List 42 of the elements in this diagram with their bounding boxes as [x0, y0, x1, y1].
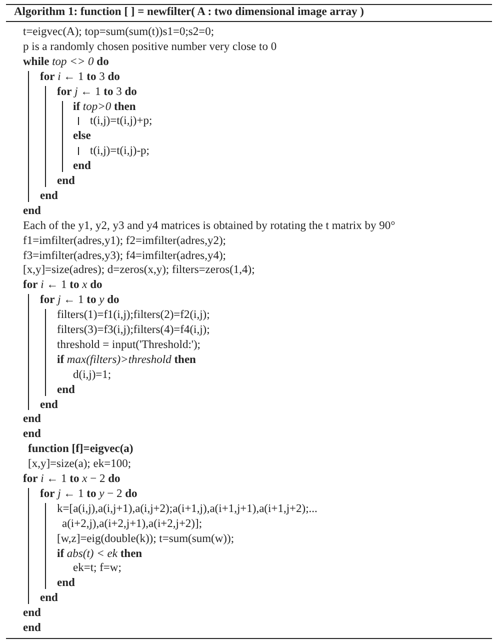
code-line: [x,y]=size(adres); d=zeros(x,y); filters=zeros(1,4);	[23, 263, 255, 278]
code-line: end	[23, 204, 41, 218]
code-line: end	[40, 188, 58, 203]
code-line: for i ← 1 to 3 do	[40, 70, 120, 84]
code-line: if top>0 then	[73, 100, 136, 114]
code-line: end	[57, 576, 75, 590]
code-line: function [f]=eigvec(a)	[28, 442, 134, 456]
code-line: end	[23, 606, 41, 620]
code-line: for j ← 1 to y − 2 do	[40, 486, 138, 501]
code-line: t(i,j)=t(i,j)-p;	[90, 144, 150, 158]
code-line: [w,z]=eig(double(k)); t=sum(sum(w));	[57, 532, 234, 546]
code-line: end	[23, 621, 41, 635]
code-line: end	[57, 174, 75, 188]
code-line: f3=imfilter(adres,y3); f4=imfilter(adres,y4);	[23, 248, 226, 262]
code-line: f1=imfilter(adres,y1); f2=imfilter(adres,y2);	[23, 234, 226, 248]
code-line: d(i,j)=1;	[73, 368, 112, 382]
code-line: for j ← 1 to 3 do	[57, 84, 137, 99]
code-line: else	[73, 129, 91, 144]
code-line: Each of the y1, y2, y3 and y4 matrices is obtained by rotating the t matrix by 90°	[23, 218, 396, 233]
code-line: for i ← 1 to x do	[23, 278, 102, 292]
code-line: end	[23, 412, 41, 426]
code-line: filters(1)=f1(i,j);filters(2)=f2(i,j);	[57, 308, 210, 322]
algorithm-title: Algorithm 1: function [ ] = newfilter( A : two dimensional image array )	[14, 5, 364, 19]
code-line: end	[73, 159, 91, 174]
code-line: for j ← 1 to y do	[40, 293, 120, 308]
code-line: while top <> 0 do	[23, 54, 109, 69]
code-line: p is a randomly chosen positive number very close to 0	[23, 40, 277, 54]
code-line: if abs(t) < ek then	[57, 546, 142, 560]
code-line: t(i,j)=t(i,j)+p;	[90, 114, 152, 128]
code-line: end	[57, 382, 75, 397]
code-line: threshold = input('Threshold:');	[57, 338, 200, 352]
code-line: filters(3)=f3(i,j);filters(4)=f4(i,j);	[57, 323, 210, 337]
code-line: k=[a(i,j),a(i,j+1),a(i,j+2);a(i+1,j),a(i+1,j+1),a(i+1,j+2);...	[57, 502, 318, 516]
code-line: end	[40, 398, 58, 412]
code-line: end	[23, 427, 41, 442]
code-line: a(i+2,j),a(i+2,j+1),a(i+2,j+2)];	[62, 516, 202, 531]
code-line: [x,y]=size(a); ek=100;	[28, 457, 132, 472]
code-line: t=eigvec(A); top=sum(sum(t))s1=0;s2=0;	[23, 25, 214, 39]
code-line: ek=t; f=w;	[73, 561, 122, 576]
code-line: for i ← 1 to x − 2 do	[23, 472, 120, 486]
code-line: if max(filters)>threshold then	[57, 352, 196, 367]
code-line: end	[40, 591, 58, 606]
